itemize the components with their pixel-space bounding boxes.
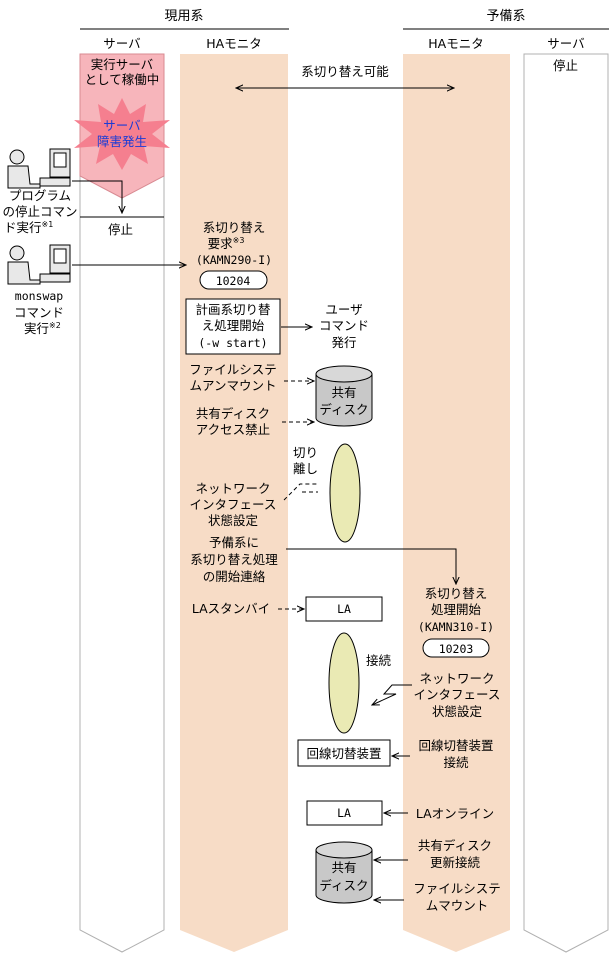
shared-disk-1: 共有 ディスク xyxy=(315,365,373,427)
fs-mount-line1: ファイルシステ xyxy=(413,881,501,896)
server-running-line1: 実行サーバ xyxy=(91,57,153,72)
shared-disk-1-line2: ディスク xyxy=(319,402,368,417)
line-switch-label: 回線切替装置 xyxy=(306,746,381,761)
notify-standby-line3: の開始連絡 xyxy=(203,569,266,584)
disk-block-line1: 共有ディスク xyxy=(196,406,270,421)
server-running-line2: として稼働中 xyxy=(85,72,160,87)
msg-id-2: 10203 xyxy=(439,642,474,656)
network-ellipse-active xyxy=(329,443,361,543)
switch-request-line3: (KAMN290-I) xyxy=(196,253,272,267)
la-box-2-label: LA xyxy=(337,806,351,820)
operator-1-line1: プログラム xyxy=(9,188,71,203)
disconnect-line1: 切り xyxy=(293,445,318,460)
right-server-band xyxy=(523,53,609,953)
right-server-stopped: 停止 xyxy=(553,58,578,73)
column-label-ha-right: HAモニタ xyxy=(428,36,483,51)
switch-start-line1: 系切り替え xyxy=(425,586,488,601)
network-active-line2: インタフェース xyxy=(190,497,277,512)
column-label-server-left: サーバ xyxy=(103,36,140,51)
disk-update-line1: 共有ディスク xyxy=(418,838,492,853)
column-label-ha-left: HAモニタ xyxy=(206,36,261,51)
switch-start-line2: 処理開始 xyxy=(431,602,482,617)
shared-disk-2-line2: ディスク xyxy=(319,878,368,893)
la-box-1-label: LA xyxy=(337,602,351,616)
user-command-line1: ユーザ xyxy=(325,302,362,317)
right-ha-band xyxy=(403,54,510,952)
network-active-line1: ネットワーク xyxy=(195,481,270,496)
operator-1-line3: ド実行※1 xyxy=(4,220,53,235)
failure-line1: サーバ xyxy=(103,118,140,133)
standby-system-header: 予備系 xyxy=(403,8,609,30)
notify-standby-arrow xyxy=(286,548,456,584)
standby-system-title: 予備系 xyxy=(486,8,525,24)
program-stop-arrow xyxy=(72,180,122,213)
left-server-stopped: 停止 xyxy=(108,222,133,237)
planned-switch-box xyxy=(185,298,281,355)
la-box-2 xyxy=(306,800,383,826)
operator-1-line2: の停止コマン xyxy=(2,204,77,219)
network-standby-line2: インタフェース xyxy=(414,687,501,702)
switch-start-line3: (KAMN310-I) xyxy=(418,620,494,634)
connect-arrow xyxy=(372,684,412,705)
planned-switch-line2: え処理開始 xyxy=(202,318,265,333)
operator-2-line3: 実行※2 xyxy=(24,321,61,336)
la-standby-label: LAスタンバイ xyxy=(192,601,270,616)
active-system-title: 現用系 xyxy=(164,9,203,24)
line-switch-connect-line2: 接続 xyxy=(443,755,469,770)
column-label-server-right: サーバ xyxy=(547,36,584,51)
disconnect-arrow xyxy=(283,483,318,501)
switch-request-line2: 要求※3 xyxy=(208,236,245,251)
notify-standby-line2: 系切り替え処理 xyxy=(190,552,278,567)
fs-unmount-line2: ムアンマウント xyxy=(189,378,276,393)
la-box-1 xyxy=(305,596,383,622)
failure-line2: 障害発生 xyxy=(97,134,147,149)
line-switch-connect-line1: 回線切替装置 xyxy=(418,738,493,753)
shared-disk-2: 共有 ディスク xyxy=(315,841,373,904)
fs-unmount-line1: ファイルシステ xyxy=(189,362,277,377)
network-standby-line3: 状態設定 xyxy=(432,704,482,719)
operator-1-icon xyxy=(7,148,71,189)
operator-2-icon xyxy=(7,244,71,285)
server-failure-burst: サーバ 障害発生 xyxy=(74,98,170,170)
operator-2-line1: monswap xyxy=(15,289,64,303)
la-online-label: LAオンライン xyxy=(416,806,494,821)
switch-request-line1: 系切り替え xyxy=(203,220,266,235)
line-switch-box xyxy=(297,739,391,767)
fs-mount-line2: ムマウント xyxy=(426,898,489,913)
user-command-line2: コマンド xyxy=(319,318,369,333)
disk-update-line2: 更新接続 xyxy=(430,855,481,870)
planned-switch-line3: (-w start) xyxy=(198,336,267,350)
shared-disk-2-line1: 共有 xyxy=(331,860,356,875)
user-command-line3: 発行 xyxy=(331,335,356,350)
shared-disk-1-line1: 共有 xyxy=(331,385,356,400)
disk-block-line2: アクセス禁止 xyxy=(196,422,270,437)
msg-id-badge-1 xyxy=(199,270,268,290)
network-active-line3: 状態設定 xyxy=(208,513,258,528)
network-standby-line1: ネットワーク xyxy=(419,671,494,686)
msg-id-1: 10204 xyxy=(216,274,251,288)
planned-switch-line1: 計画系切り替 xyxy=(195,302,271,317)
notify-standby-line1: 予備系に xyxy=(209,535,259,550)
disconnect-line2: 離し xyxy=(293,461,318,476)
operator-2-line2: コマンド xyxy=(14,305,64,320)
switch-possible-label: 系切り替え可能 xyxy=(301,64,389,79)
msg-id-badge-2 xyxy=(422,638,490,658)
network-ellipse-standby xyxy=(328,632,360,734)
active-system-header: 現用系 xyxy=(80,9,289,30)
connect-label: 接続 xyxy=(366,653,392,668)
